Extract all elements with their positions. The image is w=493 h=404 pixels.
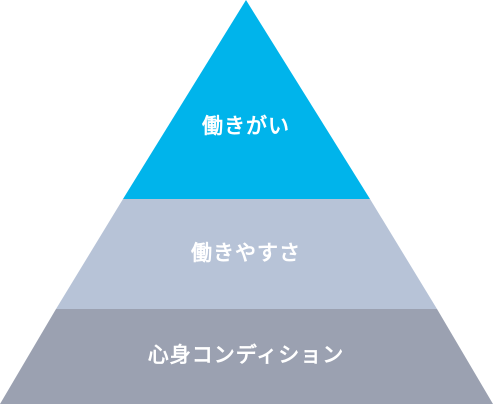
tier-bottom-label: 心身コンディション [148, 343, 345, 367]
tier-top-shape [123, 0, 370, 199]
tier-bottom-shape [0, 309, 493, 404]
tier-middle-label: 働きやすさ [190, 241, 301, 265]
tier-middle-shape [56, 199, 437, 309]
tier-top-label: 働きがい [201, 114, 290, 138]
